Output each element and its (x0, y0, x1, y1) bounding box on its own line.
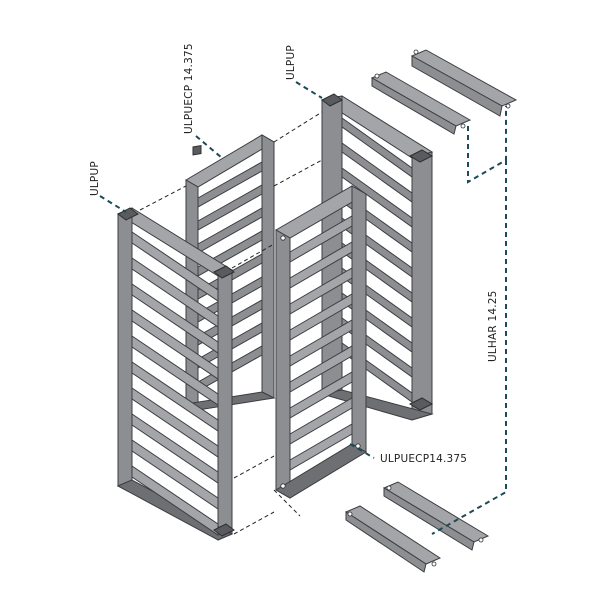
rail-bottom-back (382, 481, 490, 551)
slat (131, 439, 219, 510)
slat (131, 361, 219, 432)
rail-top-front (370, 71, 472, 135)
label-ulpup-left: ULPUP (89, 161, 101, 196)
slat (341, 117, 413, 178)
leader-ulpup-top (295, 81, 323, 99)
slat (131, 465, 219, 536)
slat (289, 319, 353, 367)
slat (131, 257, 219, 328)
leader-ulhar-bottom (431, 160, 507, 535)
slat (289, 215, 353, 263)
front-left-panel (116, 207, 235, 541)
slat (289, 371, 353, 419)
slat (289, 293, 353, 341)
slat (289, 241, 353, 289)
slat (131, 283, 219, 354)
alignment-lines (139, 111, 323, 535)
slat (289, 345, 353, 393)
label-ulpuecp-bottom: ULPUECP14.375 (380, 453, 467, 465)
front-right-panel-slats (289, 215, 353, 471)
slat (131, 231, 219, 302)
slat (131, 413, 219, 484)
slat (131, 335, 219, 406)
rail-top-back (410, 49, 518, 117)
leader-lines (99, 81, 507, 535)
slat (197, 184, 263, 231)
slat (289, 397, 353, 445)
slat (197, 207, 263, 254)
rail-bottom-front (344, 505, 442, 573)
label-ulhar: ULHAR 14.25 (487, 290, 499, 362)
slat (289, 267, 353, 315)
leader-ulhar-top (467, 106, 507, 184)
leader-ulpuecp-top (195, 135, 223, 159)
slat (131, 387, 219, 458)
leader-ulpuecp-bottom (349, 443, 375, 459)
slat (289, 423, 353, 471)
label-ulpuecp-top: ULPUECP 14.375 (183, 43, 195, 134)
front-right-panel (274, 185, 368, 499)
slat (341, 142, 413, 203)
slat (197, 161, 263, 208)
label-ulpup-top: ULPUP (285, 45, 297, 80)
front-left-panel-slats (131, 231, 219, 536)
leader-ulpup-left (99, 195, 127, 213)
slat (131, 309, 219, 380)
slat (341, 167, 413, 228)
